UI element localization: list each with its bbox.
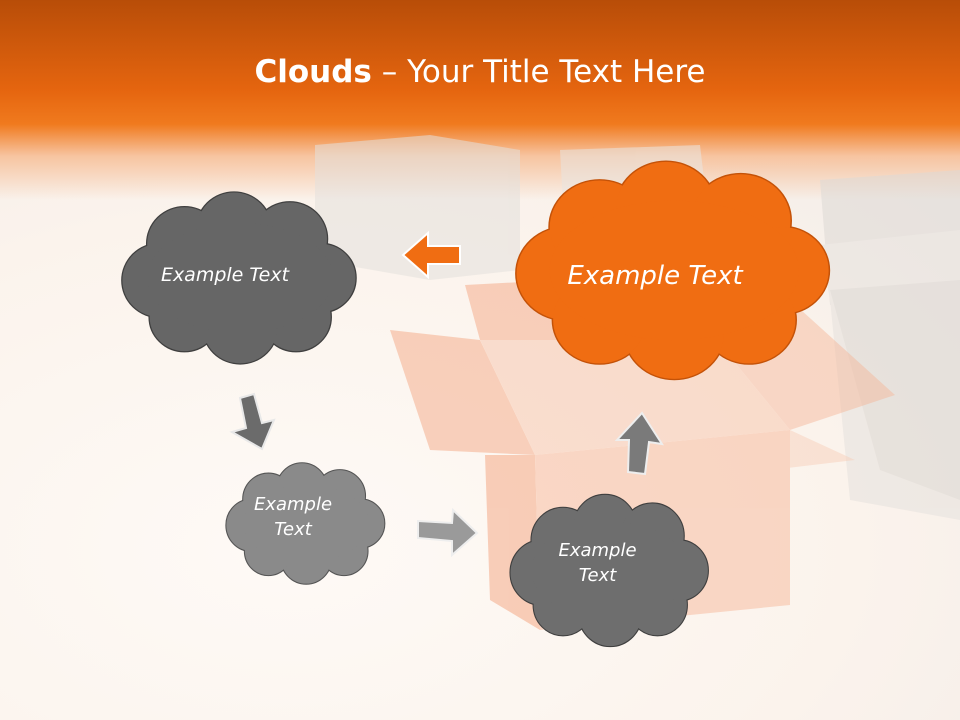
cloud-top-left-label: Example Text: [160, 264, 290, 286]
title-rest: Your Title Text Here: [407, 54, 706, 90]
arrow-left-icon: [401, 230, 461, 280]
cloud-top-right-label: Example Text: [567, 261, 743, 291]
title-main: Clouds: [254, 54, 372, 90]
cloud-bottom-left-label: Example Text: [253, 494, 333, 541]
arrow-down-icon: [229, 392, 276, 451]
arrow-right-icon: [417, 507, 479, 558]
cloud-bottom-right-label: Example Text: [558, 540, 637, 587]
arrow-up-icon: [614, 411, 665, 476]
slide-title[interactable]: Clouds – Your Title Text Here: [0, 54, 960, 90]
title-dash: –: [371, 54, 408, 90]
